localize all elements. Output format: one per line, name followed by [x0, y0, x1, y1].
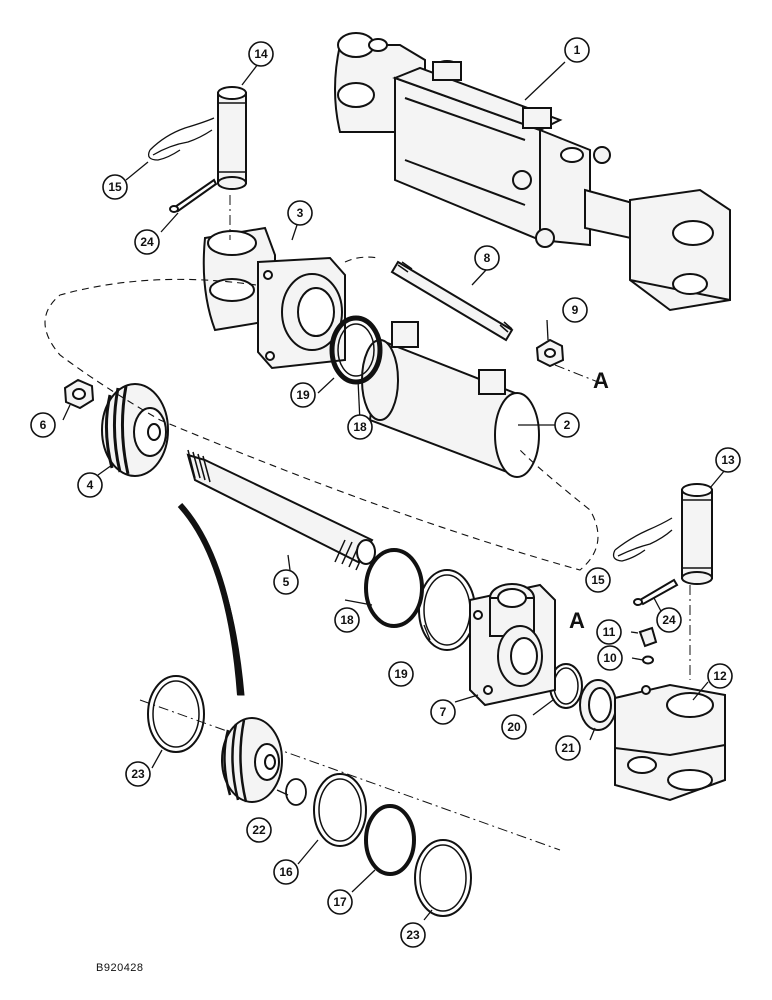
callout-14: 14 — [248, 41, 274, 67]
callout-20: 20 — [501, 714, 527, 740]
nut-6 — [63, 378, 95, 410]
svg-text:14: 14 — [254, 47, 268, 61]
callout-7: 7 — [430, 699, 456, 725]
hairpin-clip-15-lower — [612, 517, 673, 562]
callout-24-upper: 24 — [134, 229, 160, 255]
washer-10 — [642, 655, 654, 665]
assembled-cylinder — [334, 32, 731, 312]
piston-lower — [221, 717, 283, 803]
svg-text:3: 3 — [297, 206, 304, 220]
callout-6: 6 — [30, 412, 56, 438]
base-clevis — [202, 226, 346, 370]
cotter-pin-24-upper — [169, 178, 218, 213]
callout-21: 21 — [555, 735, 581, 761]
svg-text:21: 21 — [561, 741, 575, 755]
svg-text:4: 4 — [87, 478, 94, 492]
leader-lines — [62, 61, 726, 921]
piston — [101, 383, 169, 477]
svg-text:8: 8 — [484, 251, 491, 265]
svg-text:15: 15 — [591, 573, 605, 587]
callout-15-upper: 15 — [102, 174, 128, 200]
callout-9: 9 — [562, 297, 588, 323]
hairpin-clip-15-upper — [147, 117, 215, 161]
svg-text:22: 22 — [252, 823, 266, 837]
callout-12: 12 — [707, 663, 733, 689]
callout-15-lower: 15 — [585, 567, 611, 593]
reference-mark-lower: A — [569, 608, 585, 633]
callout-23-lower: 23 — [400, 922, 426, 948]
callout-23-upper: 23 — [125, 761, 151, 787]
svg-text:16: 16 — [279, 865, 293, 879]
svg-text:7: 7 — [440, 705, 447, 719]
svg-text:19: 19 — [296, 388, 310, 402]
svg-text:5: 5 — [283, 575, 290, 589]
callout-16: 16 — [273, 859, 299, 885]
svg-text:10: 10 — [603, 651, 617, 665]
assembly-arrow — [177, 502, 245, 696]
fitting-11 — [638, 626, 658, 648]
seal-rings — [147, 315, 617, 917]
callout-5: 5 — [273, 569, 299, 595]
pin-14 — [217, 86, 247, 190]
rod-clevis-12 — [614, 683, 726, 802]
callout-18-lower: 18 — [334, 607, 360, 633]
callout-19-upper: 19 — [290, 382, 316, 408]
svg-text:23: 23 — [406, 928, 420, 942]
callout-19-lower: 19 — [388, 661, 414, 687]
callout-24-lower: 24 — [656, 607, 682, 633]
svg-text:11: 11 — [603, 625, 616, 639]
nut-9 — [535, 338, 565, 368]
cotter-pin-24-lower — [633, 578, 679, 606]
pin-13 — [681, 483, 713, 585]
callout-13: 13 — [715, 447, 741, 473]
svg-text:23: 23 — [131, 767, 145, 781]
callout-4: 4 — [77, 472, 103, 498]
cylinder-barrel — [361, 321, 540, 478]
piston-rod — [186, 449, 376, 571]
gland-7 — [469, 583, 556, 707]
tie-rod — [390, 260, 514, 342]
svg-text:2: 2 — [564, 418, 571, 432]
callout-8: 8 — [474, 245, 500, 271]
svg-text:24: 24 — [662, 613, 676, 627]
svg-text:6: 6 — [40, 418, 47, 432]
callout-10: 10 — [597, 645, 623, 671]
reference-mark-upper: A — [593, 368, 609, 393]
svg-text:19: 19 — [394, 667, 408, 681]
callout-17: 17 — [327, 889, 353, 915]
svg-text:9: 9 — [572, 303, 579, 317]
svg-text:15: 15 — [108, 180, 122, 194]
phantom-lines — [44, 195, 691, 851]
callout-2: 2 — [554, 412, 580, 438]
callout-3: 3 — [287, 200, 313, 226]
callout-11: 11 — [596, 619, 622, 645]
svg-text:24: 24 — [140, 235, 154, 249]
svg-text:13: 13 — [721, 453, 735, 467]
svg-text:12: 12 — [713, 669, 727, 683]
svg-text:1: 1 — [574, 43, 581, 57]
svg-text:18: 18 — [353, 420, 367, 434]
callout-22: 22 — [246, 817, 272, 843]
callout-1: 1 — [564, 37, 590, 63]
svg-text:20: 20 — [507, 720, 521, 734]
svg-text:17: 17 — [333, 895, 347, 909]
svg-text:18: 18 — [340, 613, 354, 627]
callout-18-upper: 18 — [347, 414, 373, 440]
document-id: B920428 — [96, 962, 144, 974]
